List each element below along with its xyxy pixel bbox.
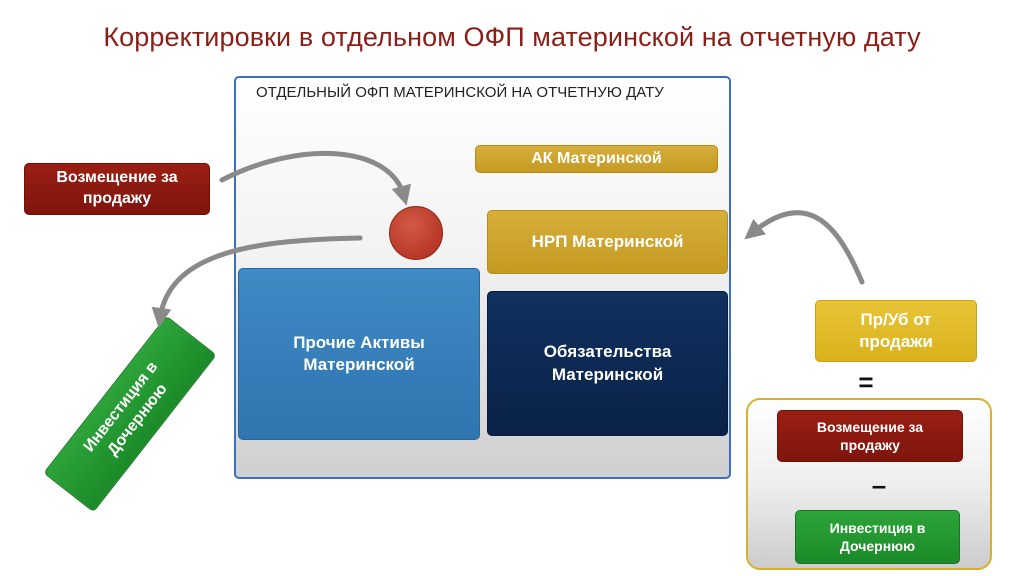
panel-label: ОТДЕЛЬНЫЙ ОФП МАТЕРИНСКОЙ НА ОТЧЕТНУЮ ДА… <box>256 84 664 101</box>
minus-sign: – <box>871 470 887 500</box>
equals-sign: = <box>858 367 874 397</box>
compensation-box-left: Возмещение за продажу <box>24 163 210 215</box>
nrp-box: НРП Материнской <box>487 210 728 274</box>
compensation-box-right: Возмещение за продажу <box>777 410 963 462</box>
page-title: Корректировки в отдельном ОФП материнско… <box>103 22 921 52</box>
ak-box: АК Материнской <box>475 145 718 173</box>
arrow-circle-to-investment <box>151 235 363 328</box>
arrow-profit-to-nrp <box>744 210 865 285</box>
liabilities-box: Обязательства Материнской <box>487 291 728 436</box>
arrow-compensation-to-circle <box>219 150 411 206</box>
other-assets-box: Прочие Активы Материнской <box>238 268 480 440</box>
investment-box-right: Инвестиция в Дочернюю <box>795 510 960 564</box>
profit-loss-box: Пр/Уб от продажи <box>815 300 977 362</box>
adjustment-circle <box>389 206 443 260</box>
